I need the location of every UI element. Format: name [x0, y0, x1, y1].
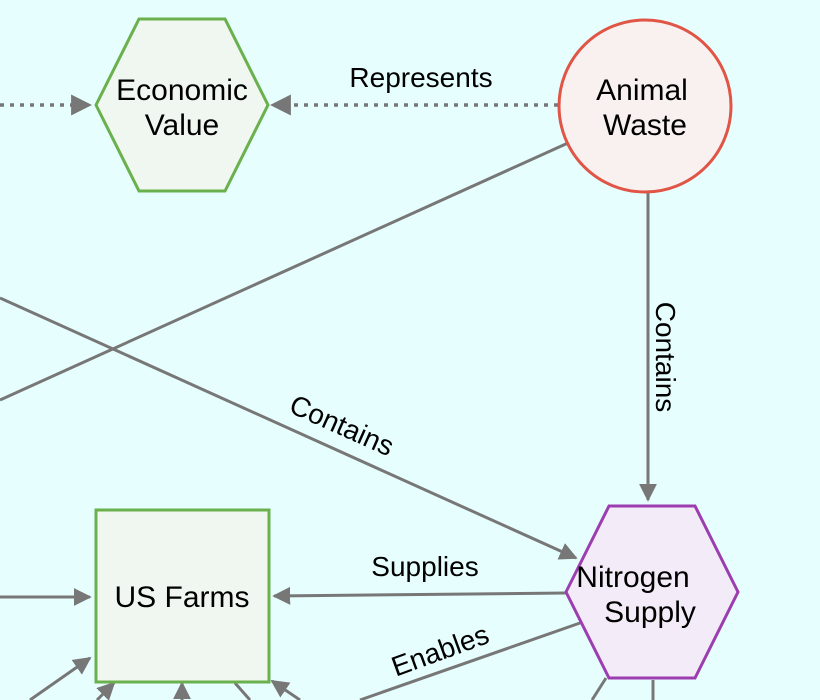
economic-value-hexagon	[94, 17, 270, 193]
edge-offscreen-to-nitrogen-supply	[0, 296, 578, 560]
animal-waste-label-line2: Waste	[603, 109, 687, 142]
edge-nitrogen-supply-down-1	[590, 677, 608, 700]
edge-us-farms-to-offscreen	[233, 682, 252, 700]
economic-value-label-line2: Value	[145, 109, 220, 142]
nitrogen-supply-label-line1: Nitrogen	[576, 561, 689, 594]
edge-offscreen-up-to-us-farms-2	[95, 681, 116, 700]
node-economic-value[interactable]: Economic Value	[94, 17, 270, 193]
animal-waste-circle	[557, 18, 733, 194]
economic-value-label-line1: Economic	[116, 74, 248, 107]
edge-offscreen-up-to-us-farms-1	[29, 656, 92, 700]
edge-label-supplies: Supplies	[371, 551, 478, 582]
animal-waste-label-line1: Animal	[596, 74, 688, 107]
edge-animal-waste-to-offscreen	[0, 141, 569, 402]
nitrogen-supply-label-line2: Supply	[604, 596, 696, 629]
us-farms-label: US Farms	[115, 581, 250, 614]
nitrogen-supply-hexagon	[564, 504, 740, 680]
node-us-farms[interactable]: US Farms	[94, 508, 271, 684]
node-nitrogen-supply[interactable]: Nitrogen Supply	[564, 504, 740, 680]
edge-label-represents: Represents	[349, 62, 492, 93]
edge-nitrogen-supply-to-us-farms	[272, 586, 567, 605]
edge-nitrogen-supply-to-offscreen	[359, 621, 581, 700]
edge-offscreen-up-to-us-farms-4	[270, 679, 301, 700]
node-animal-waste[interactable]: Animal Waste	[557, 18, 733, 194]
edge-label-contains-vertical: Contains	[650, 302, 681, 413]
us-farms-square	[94, 508, 271, 684]
